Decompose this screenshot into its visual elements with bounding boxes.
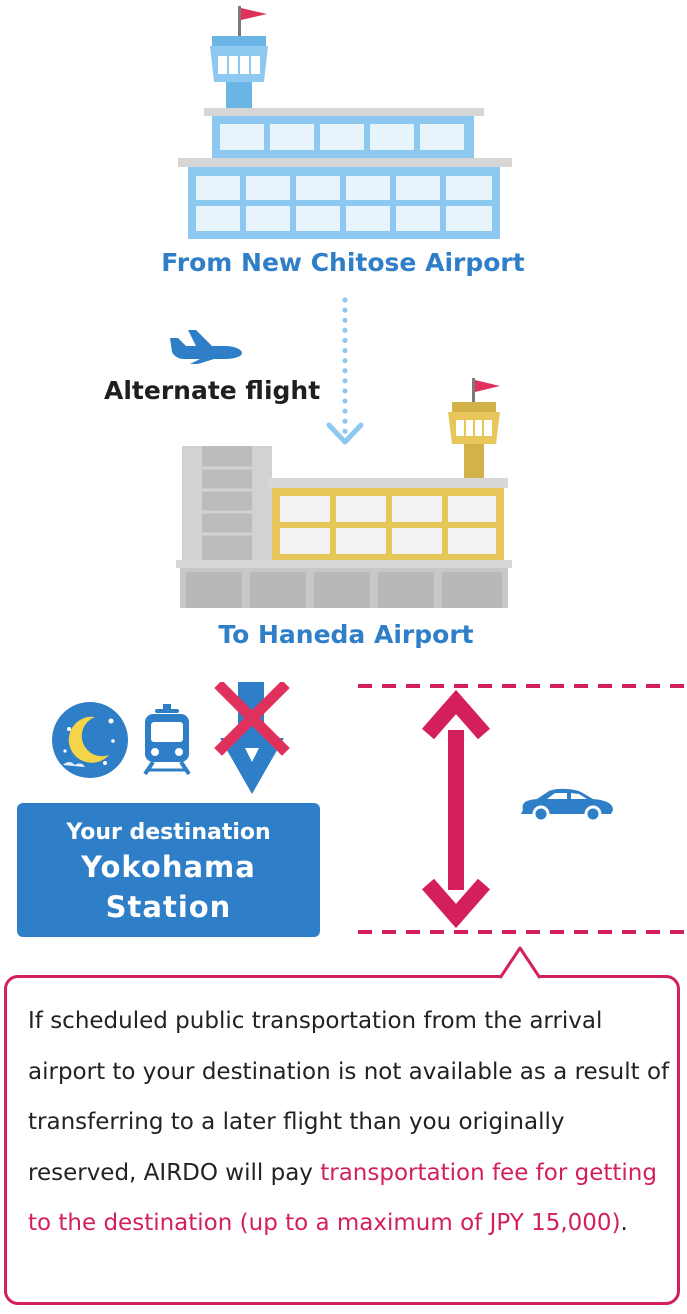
to-airport-label: To Haneda Airport	[218, 620, 474, 649]
flag-icon	[472, 378, 500, 402]
flag-icon	[238, 6, 267, 36]
destination-name-line1: Yokohama	[81, 850, 256, 884]
destination-box: Your destination Yokohama Station	[17, 803, 320, 937]
plane-icon	[170, 330, 242, 364]
double-arrow-icon	[421, 689, 491, 929]
train-icon	[143, 704, 191, 776]
new-chitose-airport-illustration	[178, 6, 512, 239]
note-text: If scheduled public transportation from …	[28, 996, 670, 1249]
alternate-flight-label: Alternate flight	[104, 376, 321, 405]
note-text-before: If scheduled public transportation from …	[28, 1008, 670, 1186]
note-text-after: .	[620, 1210, 628, 1236]
distance-indicator	[358, 684, 687, 934]
destination-name-line2: Station	[105, 890, 232, 924]
note-box	[4, 975, 680, 1305]
haneda-airport-illustration	[176, 378, 512, 608]
moon-stars-icon	[52, 702, 128, 778]
cross-icon	[214, 682, 290, 794]
note-pointer	[498, 946, 542, 979]
from-airport-label: From New Chitose Airport	[161, 248, 525, 277]
note-text-highlight: transportation fee for getting to the de…	[28, 1159, 657, 1237]
destination-caption: Your destination	[66, 820, 271, 845]
car-icon	[521, 788, 613, 822]
dotted-arrow-icon	[326, 297, 364, 445]
